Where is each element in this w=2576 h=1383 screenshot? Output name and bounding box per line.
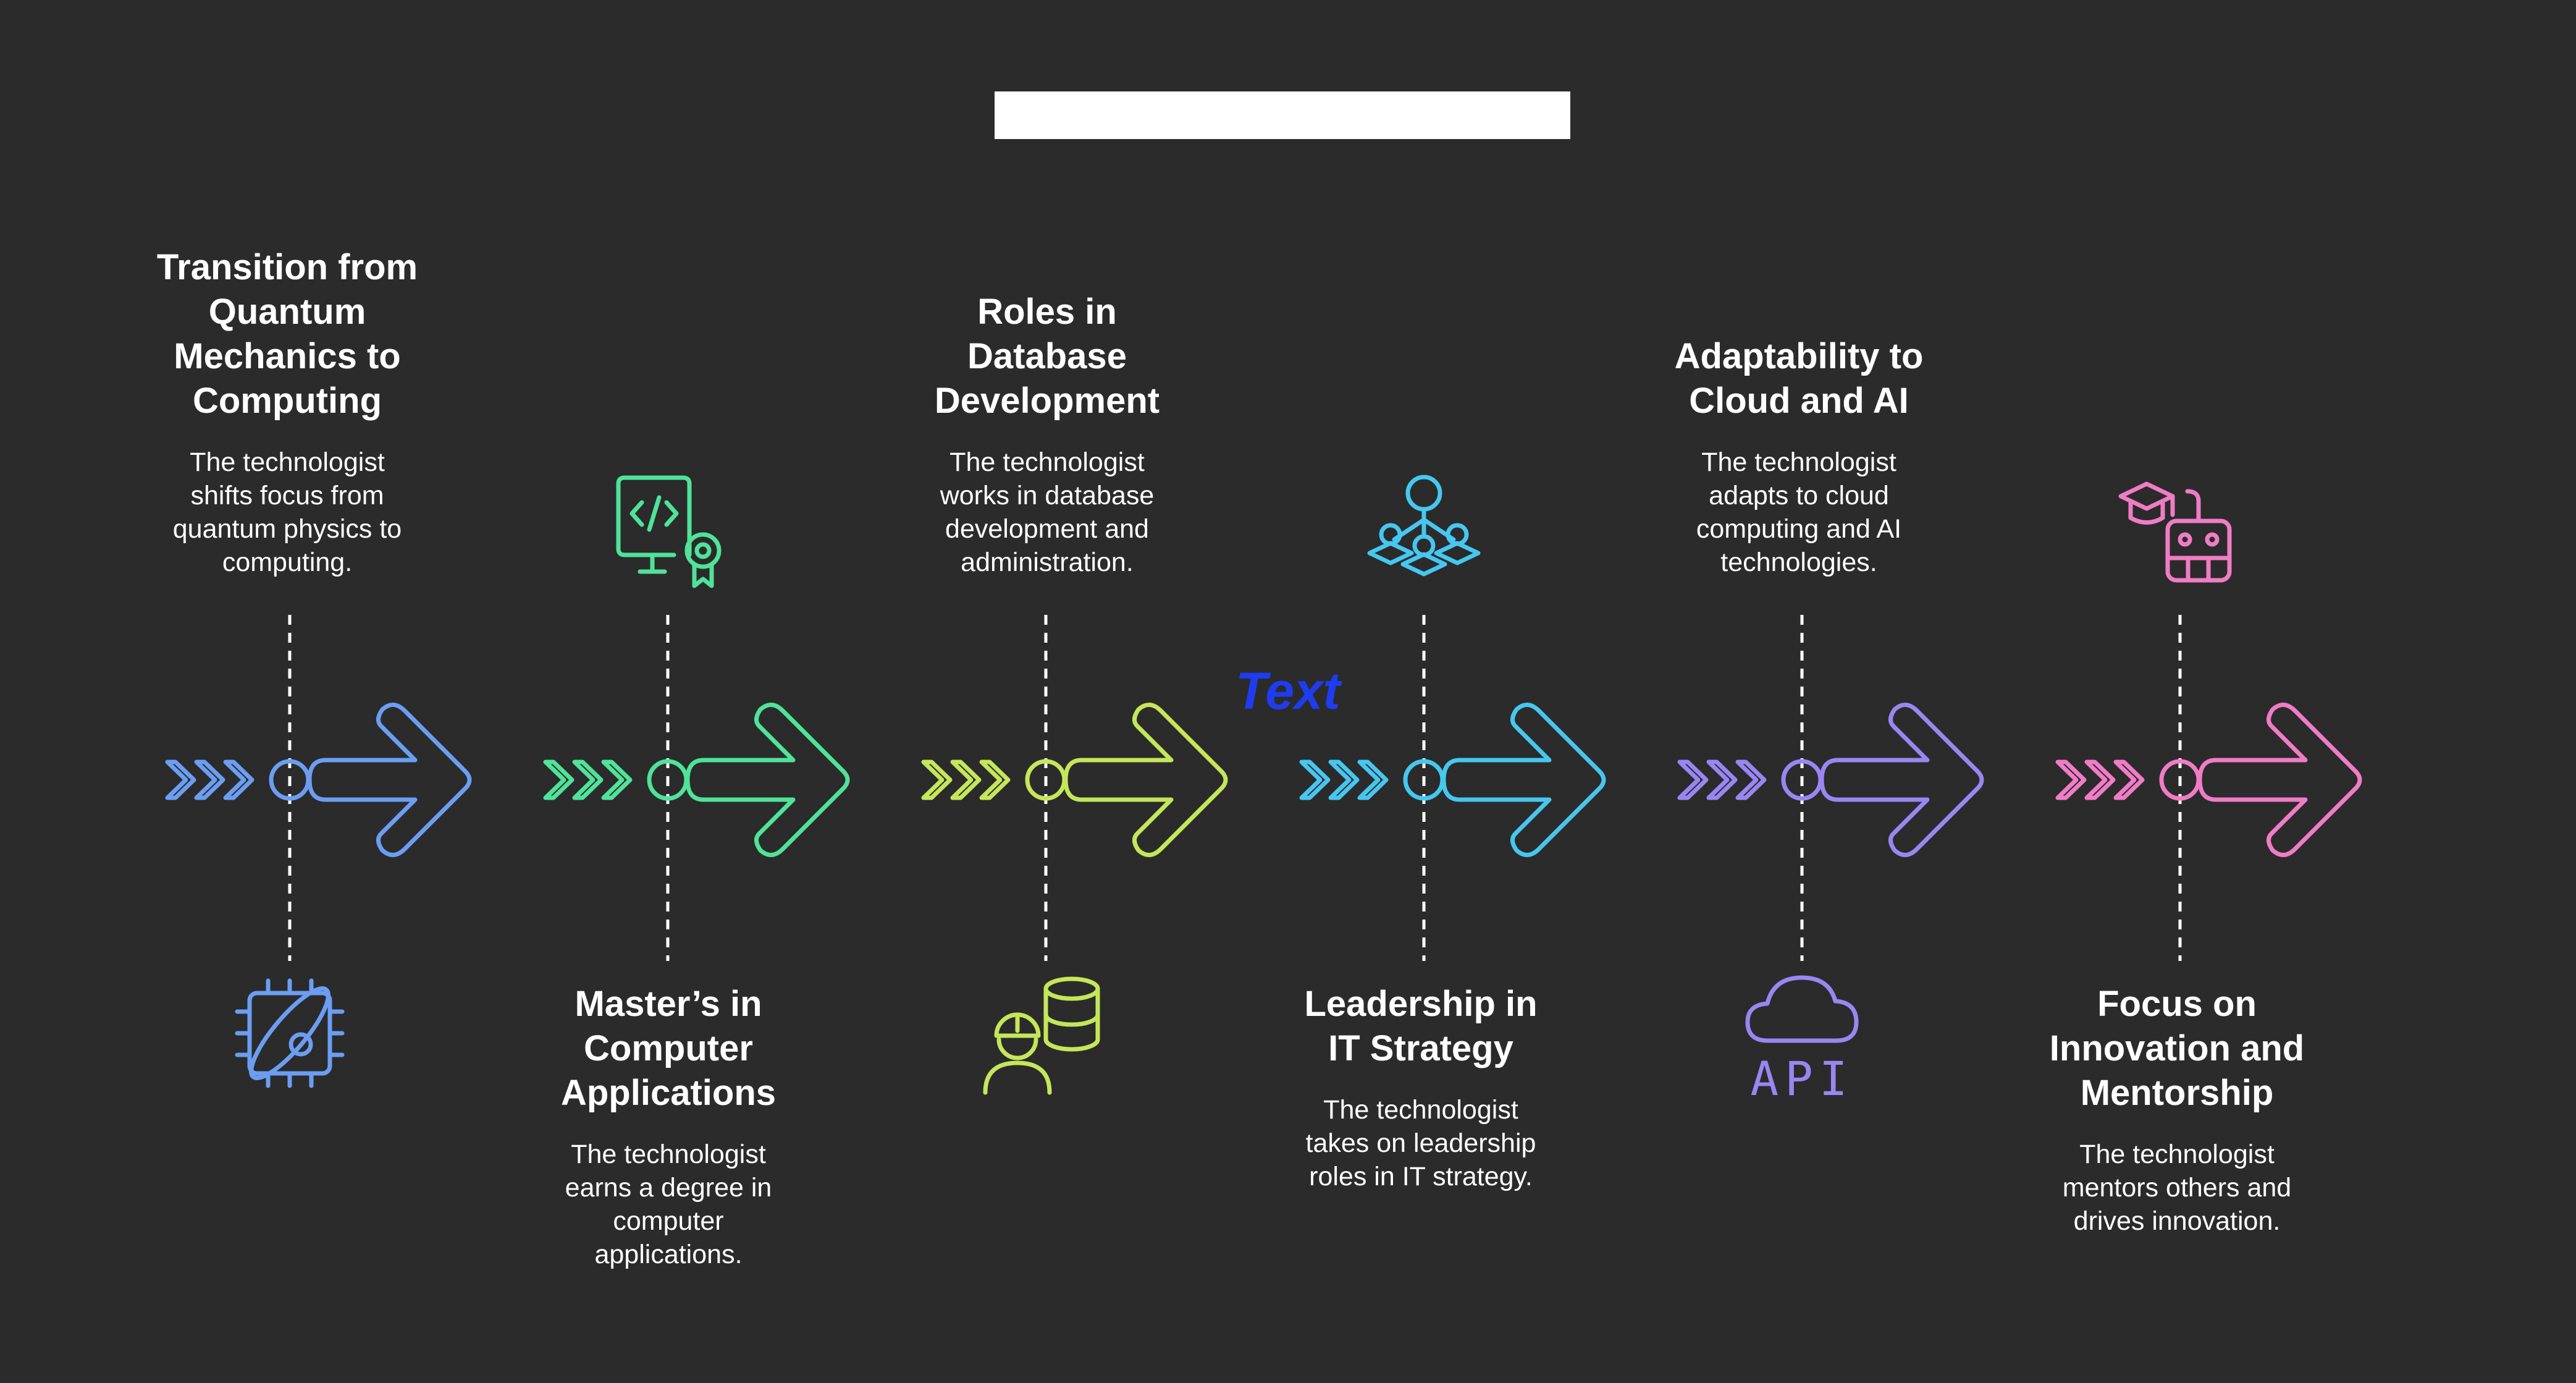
step-1-title: Transition from Quantum Mechanics to Com…	[156, 247, 418, 421]
step-3-arrow-icon	[1063, 703, 1228, 857]
code-certificate-icon	[616, 475, 722, 588]
step-2-arrow-icon	[685, 703, 850, 857]
title-placeholder	[995, 91, 1570, 139]
step-5-text: Adaptability to Cloud and AI The technol…	[1638, 334, 1959, 579]
step-5-title: Adaptability to Cloud and AI	[1674, 336, 1924, 421]
mentor-robot-icon	[2118, 481, 2232, 583]
step-4-title: Leadership in IT Strategy	[1304, 984, 1538, 1068]
timeline-step-2	[543, 475, 850, 961]
cloud-api-icon: API	[1745, 975, 1859, 1106]
step-4-arrow-icon	[1441, 703, 1606, 857]
step-2-description: The technologist earns a degree in compu…	[565, 1140, 772, 1269]
step-2-title: Master’s in Computer Applications	[560, 984, 777, 1113]
step-1-arrow-icon	[307, 703, 472, 857]
step-1-description: The technologist shifts focus from quant…	[172, 447, 402, 577]
timeline-step-4	[1299, 475, 1606, 961]
step-1-chevrons-icon	[165, 759, 255, 800]
step-6-text: Focus on Innovation and Mentorship The t…	[2016, 982, 2338, 1238]
step-6-chevrons-icon	[2055, 759, 2145, 800]
step-6-arrow-icon	[2197, 703, 2362, 857]
step-3-title: Roles in Database Development	[934, 292, 1160, 421]
quantum-chip-icon	[235, 978, 345, 1088]
step-2-chevrons-icon	[543, 759, 633, 800]
step-5-description: The technologist adapts to cloud computi…	[1696, 447, 1902, 577]
team-hierarchy-icon	[1367, 475, 1481, 577]
timeline-step-3	[921, 615, 1228, 1095]
step-6-title: Focus on Innovation and Mentorship	[2049, 984, 2305, 1113]
step-3-chevrons-icon	[921, 759, 1011, 800]
database-engineer-icon	[983, 976, 1100, 1095]
step-5-chevrons-icon	[1677, 759, 1767, 800]
step-3-text: Roles in Database Development The techno…	[886, 290, 1208, 579]
timeline-step-1	[165, 615, 472, 1088]
timeline-step-5: API	[1677, 615, 1984, 1106]
step-5-arrow-icon	[1819, 703, 1984, 857]
overlay-text-label: Text	[1235, 662, 1341, 720]
step-4-chevrons-icon	[1299, 759, 1389, 800]
step-4-text: Leadership in IT Strategy The technologi…	[1260, 982, 1581, 1193]
timeline-step-6	[2055, 481, 2362, 961]
step-1-text: Transition from Quantum Mechanics to Com…	[127, 245, 448, 579]
step-3-description: The technologist works in database devel…	[940, 447, 1155, 577]
api-label: API	[1750, 1051, 1853, 1106]
step-6-description: The technologist mentors others and driv…	[2062, 1140, 2292, 1236]
step-2-text: Master’s in Computer Applications The te…	[508, 982, 829, 1271]
step-4-description: The technologist takes on leadership rol…	[1305, 1095, 1536, 1191]
